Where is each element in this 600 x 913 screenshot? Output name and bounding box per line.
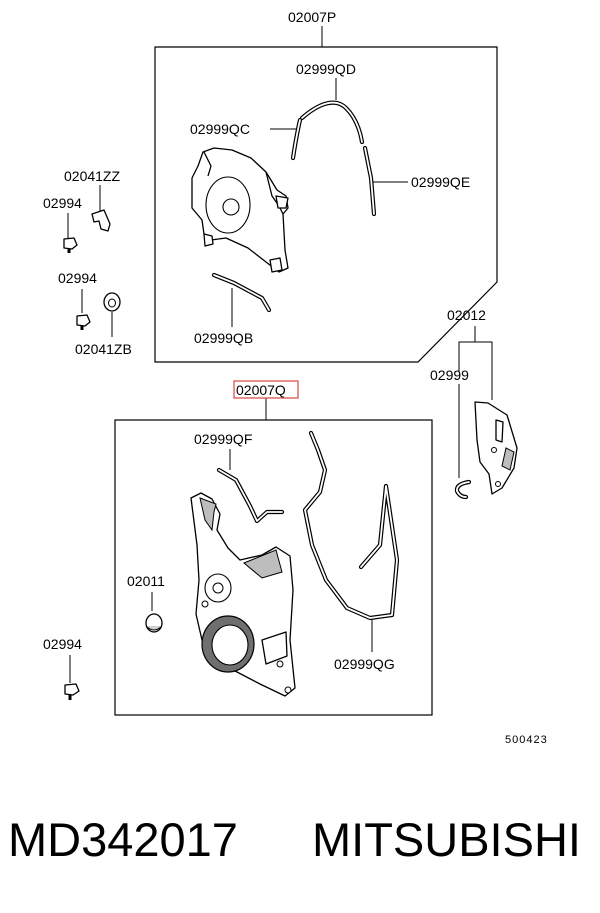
- highlight-box-02007Q: [233, 380, 299, 399]
- bracket-02012[interactable]: [474, 401, 518, 495]
- bolt-02994-lower[interactable]: [64, 683, 80, 700]
- label-02007P[interactable]: 02007P: [288, 9, 336, 25]
- label-02999QD[interactable]: 02999QD: [296, 61, 356, 77]
- clip-02041ZB[interactable]: [103, 292, 121, 312]
- bolt-02994-upper[interactable]: [63, 237, 78, 253]
- label-02994-lower[interactable]: 02994: [43, 636, 82, 652]
- bolt-02994-mid[interactable]: [76, 314, 91, 330]
- brand-caption: MITSUBISHI: [312, 813, 581, 866]
- label-02999QB[interactable]: 02999QB: [194, 330, 253, 346]
- seal-02999QE[interactable]: [362, 145, 377, 217]
- clip-02041ZZ[interactable]: [91, 209, 111, 232]
- label-02999-bracket[interactable]: 02999: [430, 367, 469, 383]
- seal-02999QD[interactable]: [299, 100, 365, 145]
- label-02999QF[interactable]: 02999QF: [194, 431, 252, 447]
- upper-timing-cover[interactable]: [191, 147, 289, 273]
- part-number-caption: MD342017: [8, 813, 238, 866]
- seal-02999QC[interactable]: [290, 117, 303, 161]
- label-02012[interactable]: 02012: [447, 307, 486, 323]
- label-02999QE[interactable]: 02999QE: [411, 174, 470, 190]
- seal-02999-bracket[interactable]: [454, 479, 472, 500]
- label-02999QC[interactable]: 02999QC: [190, 121, 250, 137]
- lower-assembly-frame: [114, 419, 433, 716]
- seal-02999QF[interactable]: [216, 467, 285, 524]
- lower-timing-cover[interactable]: [190, 492, 296, 697]
- label-02994-mid[interactable]: 02994: [58, 270, 97, 286]
- label-02994-upper[interactable]: 02994: [43, 195, 82, 211]
- label-02999QG[interactable]: 02999QG: [334, 656, 395, 672]
- label-02011[interactable]: 02011: [127, 573, 165, 589]
- plug-02011[interactable]: [145, 613, 163, 633]
- upper-assembly-frame: [154, 46, 498, 363]
- diagram-number: 500423: [505, 734, 548, 746]
- label-02041ZZ[interactable]: 02041ZZ: [64, 168, 120, 184]
- label-02007Q[interactable]: 02007Q: [236, 382, 286, 398]
- seal-02999QB[interactable]: [211, 272, 272, 313]
- label-02041ZB[interactable]: 02041ZB: [75, 341, 132, 357]
- gasket-02999QG[interactable]: [302, 430, 400, 621]
